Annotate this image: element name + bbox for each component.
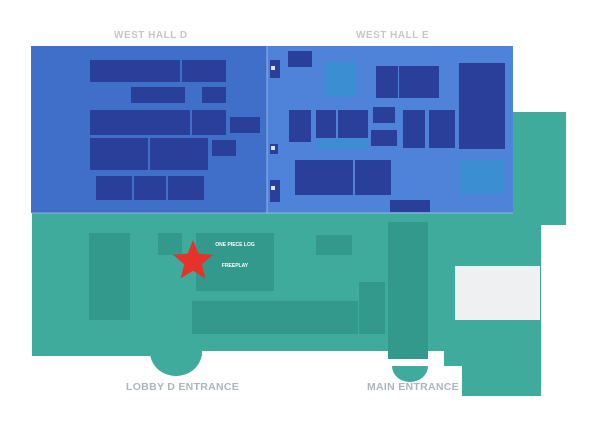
booth[interactable]: [373, 107, 395, 123]
booth[interactable]: [192, 110, 226, 135]
booth[interactable]: [326, 62, 356, 96]
small-markers: [271, 66, 275, 190]
booth[interactable]: [90, 138, 148, 170]
main-entrance-label: MAIN ENTRANCE: [367, 381, 459, 393]
booth[interactable]: [158, 233, 182, 255]
lobby-d-entrance-bump: [150, 352, 202, 376]
booth[interactable]: [134, 176, 166, 200]
booth[interactable]: [90, 60, 180, 82]
booth[interactable]: [270, 180, 280, 202]
booth[interactable]: [295, 160, 353, 195]
booth[interactable]: [355, 160, 391, 195]
hall-e-booths: [270, 51, 505, 212]
booth[interactable]: [230, 117, 260, 133]
booth[interactable]: [388, 222, 428, 359]
booth[interactable]: [182, 60, 226, 82]
lobby-d-entrance-label: LOBBY D ENTRANCE: [126, 381, 240, 393]
booth[interactable]: [338, 110, 368, 138]
booth[interactable]: [196, 233, 274, 291]
hall-d-booths: [90, 60, 260, 200]
booth[interactable]: [131, 87, 185, 103]
lobby-booths: [89, 222, 428, 359]
booth[interactable]: [96, 176, 132, 200]
booth[interactable]: [316, 235, 352, 255]
booth[interactable]: [403, 110, 425, 148]
west-hall-e-title: WEST HALL E: [356, 30, 430, 41]
booth[interactable]: [459, 160, 504, 194]
west-hall-d-title: WEST HALL D: [114, 30, 188, 41]
booth[interactable]: [192, 301, 308, 334]
booth[interactable]: [212, 140, 236, 156]
booth[interactable]: [371, 130, 397, 146]
hall-e-light-booths: [317, 62, 504, 194]
booth[interactable]: [429, 110, 455, 148]
lobby-area: [32, 112, 566, 396]
booth[interactable]: [399, 66, 439, 98]
booth[interactable]: [316, 110, 336, 138]
booth[interactable]: [317, 139, 367, 149]
gray-lobby-block: [455, 266, 540, 320]
star-icon: [173, 240, 213, 279]
booth[interactable]: [202, 87, 226, 103]
booth[interactable]: [376, 66, 398, 98]
booth[interactable]: [289, 110, 311, 142]
booth[interactable]: [308, 301, 358, 334]
main-entrance-bump: [392, 366, 428, 382]
booth[interactable]: [288, 51, 312, 67]
booth[interactable]: [168, 176, 204, 200]
booth[interactable]: [89, 233, 130, 320]
booth[interactable]: [90, 110, 190, 135]
booth[interactable]: [390, 200, 430, 212]
booth[interactable]: [459, 63, 505, 149]
booth[interactable]: [359, 282, 385, 334]
booth[interactable]: [150, 138, 208, 170]
